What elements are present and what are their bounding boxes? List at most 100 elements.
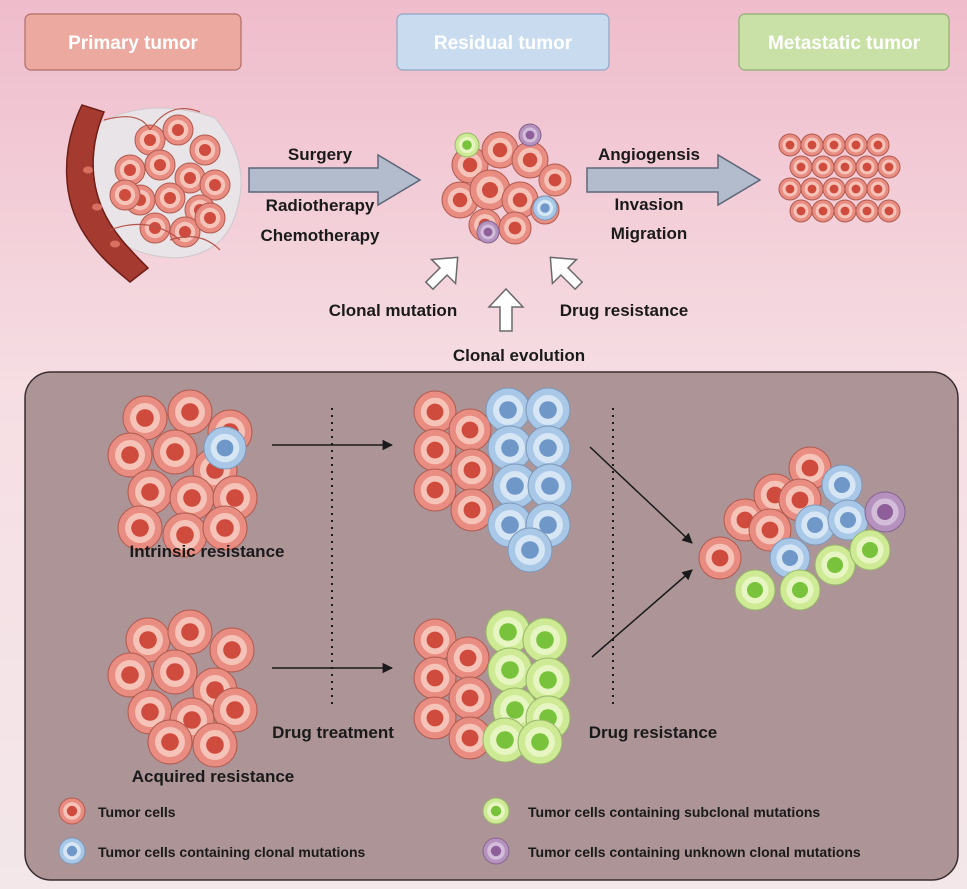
converged-unknown-cell [864,491,906,533]
stage-metastatic-label: Metastatic tumor [738,13,950,71]
tumor-cell [189,134,221,166]
tumor-cell [448,716,492,760]
tumor-cell [154,182,186,214]
residual-clonal-cell [532,195,558,221]
legend-swatches [58,797,510,865]
residual-unknown-cell-b [476,220,500,244]
tumor-cell [107,432,153,478]
tumor-cell [109,179,141,211]
driver-drug-resistance: Drug resistance [560,301,689,320]
tumor-cell [441,181,479,219]
tumor-cell [117,505,163,551]
tumor-cell [212,687,258,733]
tumor-cell [202,505,248,551]
tumor-cell [855,155,879,179]
progression-migration: Migration [611,224,688,243]
tumor-cell [866,177,890,201]
legend-tumor-swatch [58,797,86,825]
converge-upper-arrow [589,446,693,544]
tumor-cell [122,395,168,441]
tumor-cell [811,155,835,179]
tumor-cell [788,446,832,490]
tumor-cell [127,469,173,515]
subclonal-cell [779,569,821,611]
legend-unknown-swatch [482,837,510,865]
clonal-cell [525,425,571,471]
tumor-cell [413,390,457,434]
driver-clonal-evolution: Clonal evolution [453,346,585,365]
tumor-cell [147,719,193,765]
tumor-cell [167,389,213,435]
drug-treatment-label: Drug treatment [272,723,394,742]
subclonal-cell [485,609,531,655]
panel-cell-clusters [107,387,906,768]
tumor-cell [152,649,198,695]
subclonal-cell [487,647,533,693]
tumor-cell [778,133,802,157]
drug-resistance-label: Drug resistance [589,723,718,742]
subclonal-cell [525,657,571,703]
tumor-cell [833,199,857,223]
clonal-cell [769,537,811,579]
tumor-cell [855,199,879,223]
tumor-cell [162,512,208,558]
tumor-cell [144,149,176,181]
stage-metastatic-text: Metastatic tumor [768,33,921,54]
tumor-cell [450,448,494,492]
tumor-cell [822,177,846,201]
tumor-cell [192,722,238,768]
tumor-cell [778,177,802,201]
tumor-cell [789,155,813,179]
tumor-cell [114,154,146,186]
tumor-cell [800,133,824,157]
legend: Tumor cells Tumor cells containing clona… [58,797,861,865]
tumor-cell [125,617,171,663]
tumor-cell [199,169,231,201]
subclonal-cell [522,617,568,663]
blood-vessel [65,104,150,283]
progression-arrow [586,153,762,207]
legend-clonal-swatch [58,837,86,865]
tumor-cell [139,212,171,244]
residual-tumor-illustration [441,123,572,245]
tumor-cell [833,155,857,179]
clonal-evolution-arrow [487,287,525,332]
converge-lower-arrow [591,569,693,658]
subclonal-cell [517,719,563,765]
tumor-cell [413,468,457,512]
treatment-chemotherapy: Chemotherapy [260,226,380,245]
subclonal-cell [814,544,856,586]
tumor-cell [844,177,868,201]
tumor-cell [413,428,457,472]
tumor-cell [501,181,539,219]
subclonal-cell [482,717,528,763]
stage-residual-text: Residual tumor [434,33,573,54]
metastatic-tumor-illustration [778,133,901,223]
legend-tumor-label: Tumor cells [98,804,176,820]
tumor-cell [446,636,490,680]
intrinsic-clonal-cell [203,426,247,470]
tumor-cell [167,609,213,655]
primary-cell-cluster [109,114,231,248]
stage-primary-text: Primary tumor [68,33,198,54]
legend-clonal-label: Tumor cells containing clonal mutations [98,844,366,860]
clonal-cell [492,463,538,509]
tumor-cell [413,696,457,740]
acquired-resistance-label: Acquired resistance [132,767,295,786]
subclonal-cell [734,569,776,611]
stage-primary-label: Primary tumor [24,13,242,71]
residual-subclonal-cell [454,132,480,158]
tumor-cell [413,656,457,700]
tumor-cell [498,211,532,245]
treatment-arrow [248,153,422,207]
driver-clonal-mutation: Clonal mutation [329,301,457,320]
tumor-cell [451,146,489,184]
tumor-cell [174,162,206,194]
tumor-cell [169,475,215,521]
progression-invasion: Invasion [615,195,684,214]
legend-unknown-label: Tumor cells containing unknown clonal mu… [528,844,861,860]
legend-subclonal-swatch [482,797,510,825]
tumor-cell [866,133,890,157]
clonal-cell [507,527,553,573]
